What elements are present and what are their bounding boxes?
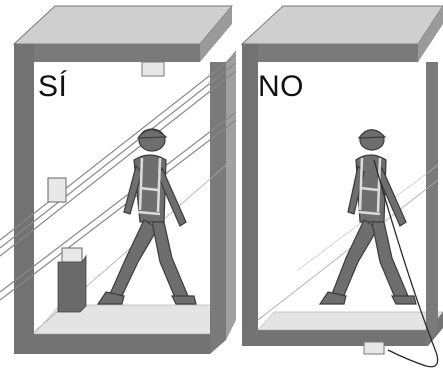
frame-bottom-floor: [258, 312, 443, 330]
frame-left-pillar: [242, 44, 258, 344]
panel-correct: SÍ: [0, 0, 236, 376]
worker-figure: [98, 129, 196, 304]
frame-left-pillar: [14, 44, 34, 354]
rail-clamp-upper: [48, 178, 66, 202]
frame-right-pillar: [426, 62, 438, 346]
frame-right-pillar: [210, 62, 226, 354]
panel-incorrect: NO: [238, 0, 443, 376]
frame-right-pillar-side: [226, 50, 236, 340]
correct-illustration: [0, 0, 236, 376]
incorrect-label: NO: [258, 70, 304, 104]
frame-top-slab: [242, 6, 443, 44]
frame-top-front: [14, 44, 200, 62]
frame-top-slab: [14, 6, 232, 44]
anchor-bracket-bottom: [364, 342, 384, 354]
frame-top-front: [242, 44, 418, 62]
rail-upper-3: [0, 71, 236, 256]
correct-label: SÍ: [38, 70, 67, 104]
rail-bracket-top: [142, 62, 164, 76]
rail-clamp-lower: [62, 248, 82, 262]
rail-upper-2: [0, 63, 236, 248]
worker-figure: [320, 130, 416, 304]
incorrect-illustration: [238, 0, 443, 376]
support-post: [58, 256, 86, 312]
rail-lower-1: [0, 112, 236, 292]
